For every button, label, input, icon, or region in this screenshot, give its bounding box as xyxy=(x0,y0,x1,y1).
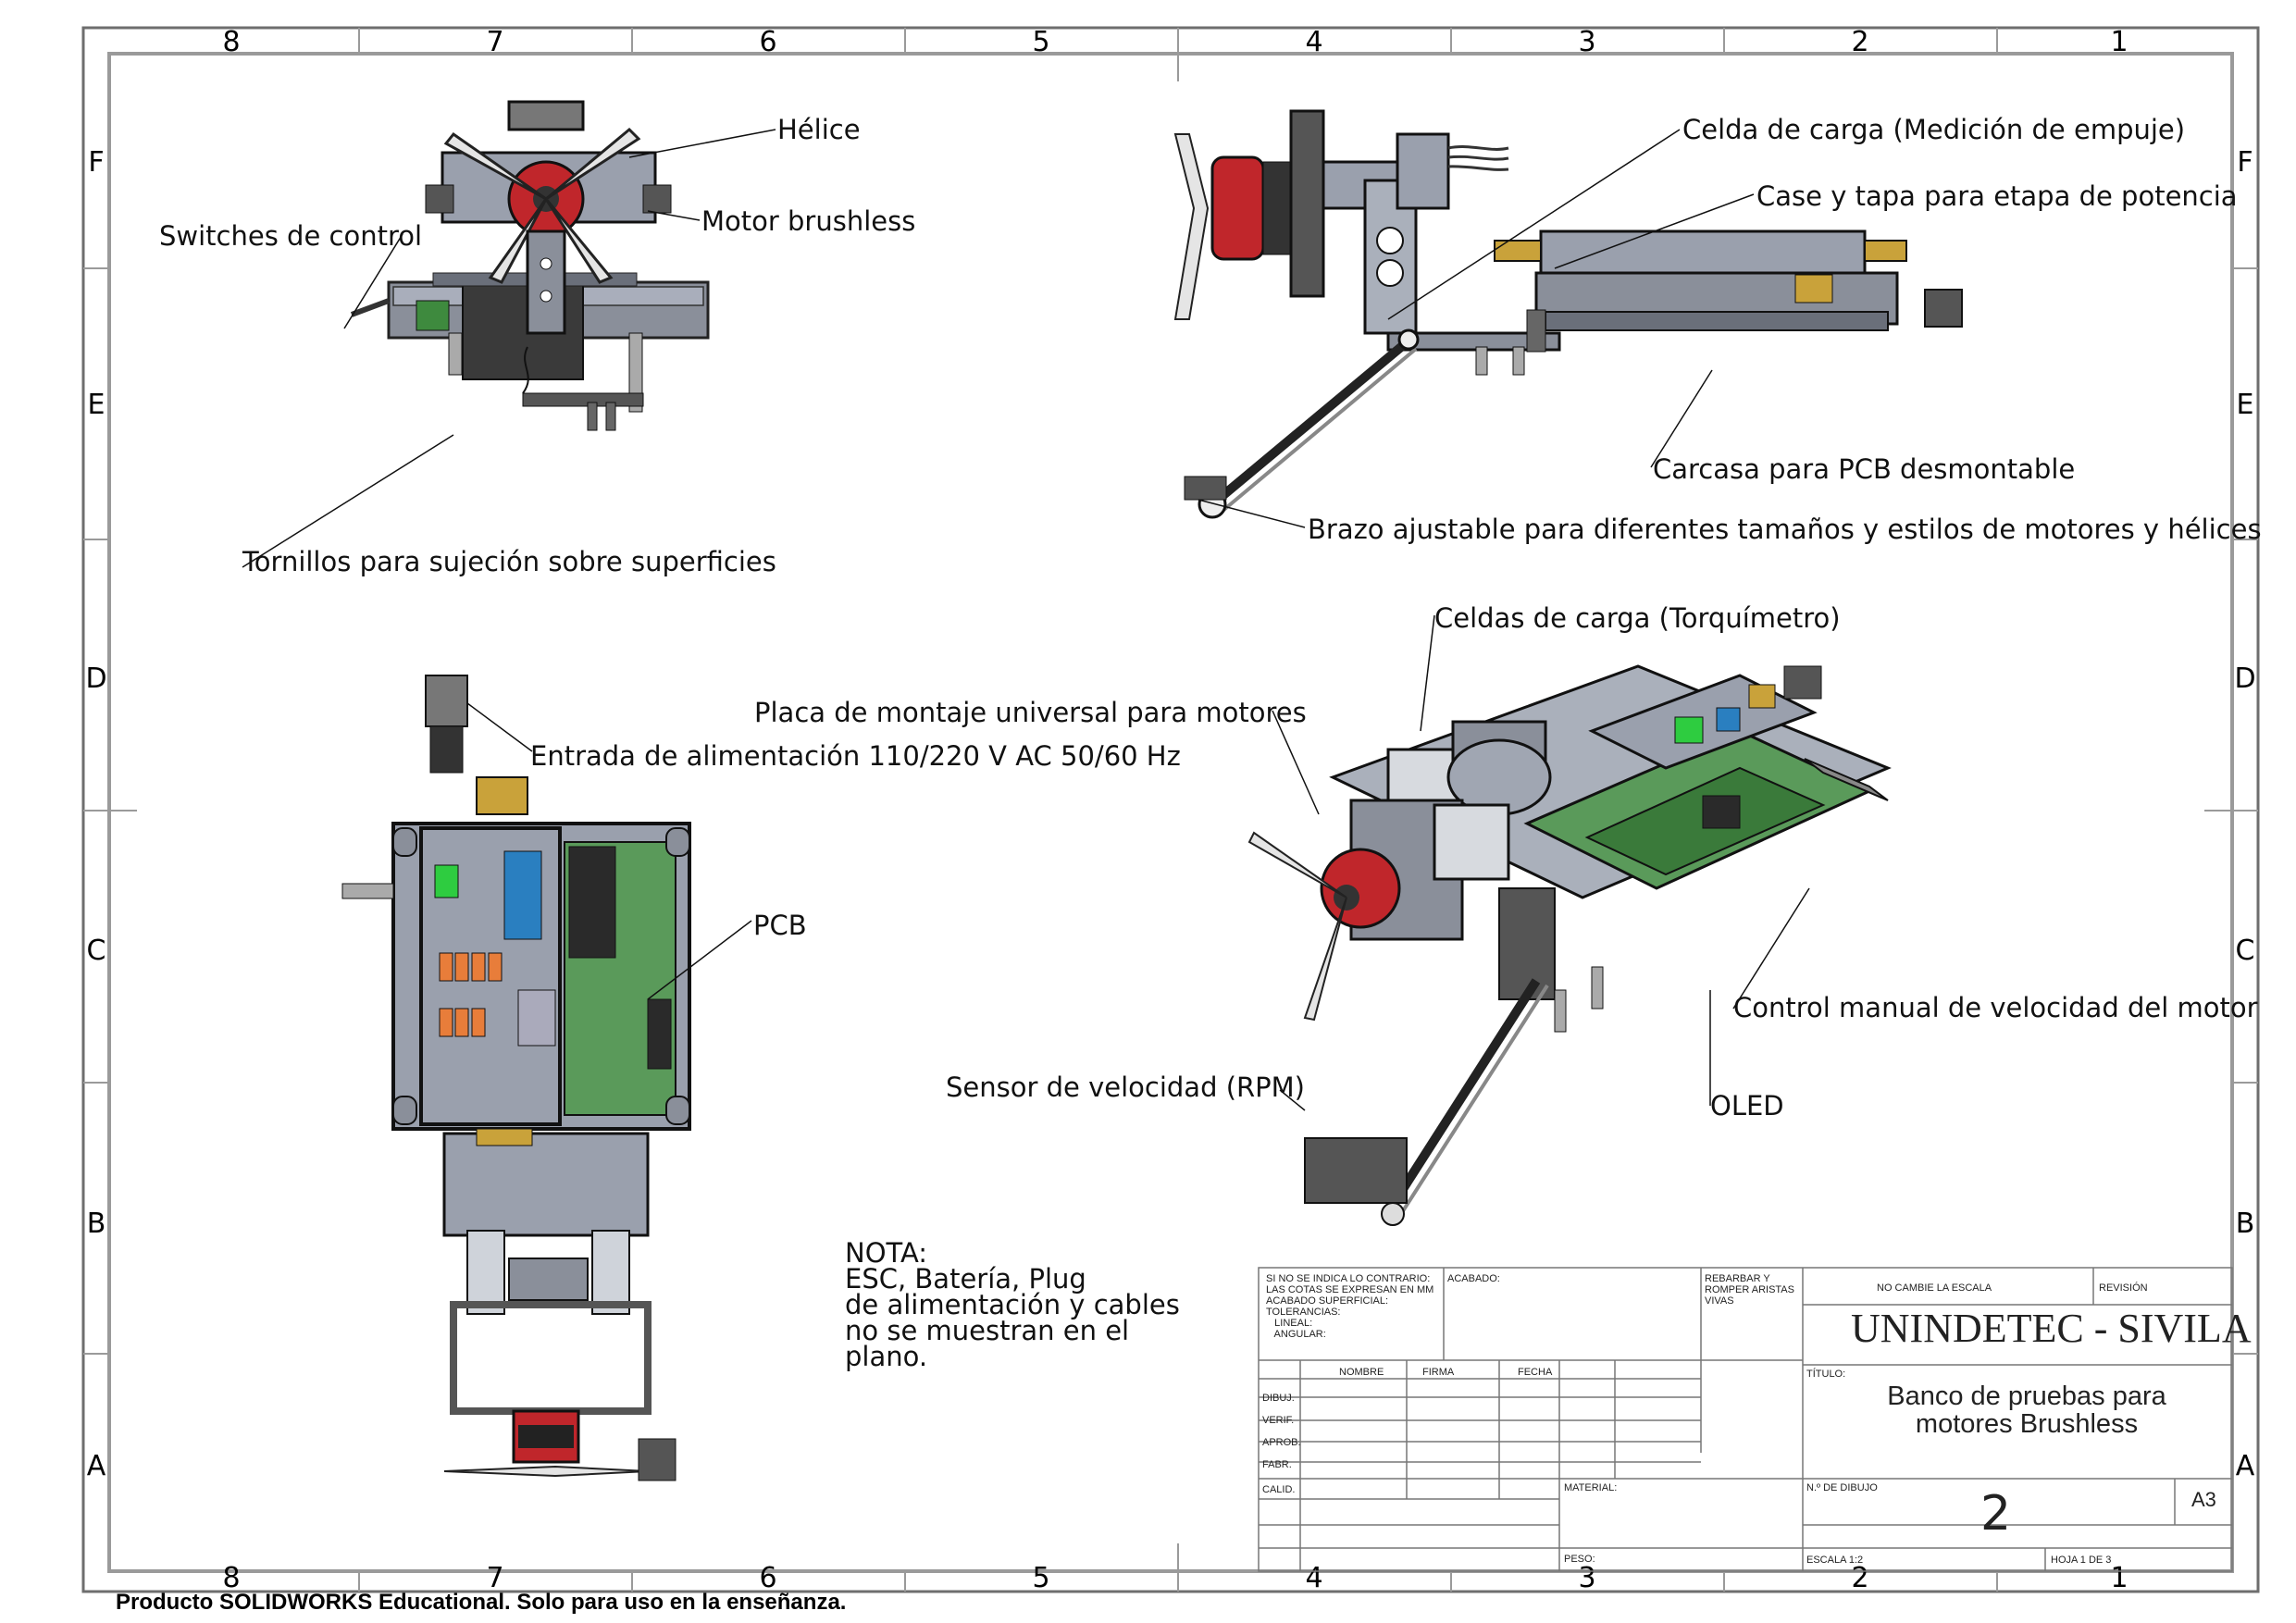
callout-switches: Switches de control xyxy=(159,220,423,252)
tb-si-no-block: SI NO SE INDICA LO CONTRARIO: LAS COTAS … xyxy=(1266,1273,1433,1340)
grid-row-left-B: B xyxy=(86,1208,106,1240)
tb-title: Banco de pruebas para motores Brushless xyxy=(1842,1382,2212,1438)
tb-rebarbar-block: REBARBAR Y ROMPER ARISTAS VIVAS xyxy=(1705,1273,1794,1307)
note-line: NOTA: xyxy=(845,1237,928,1269)
tb-company-name: UNINDETEC - SIVILA xyxy=(1851,1306,2252,1351)
callout-tornillos: Tornillos para sujeción sobre superficie… xyxy=(242,546,776,577)
grid-row-right-A: A xyxy=(2235,1450,2255,1482)
grid-col-top-2: 2 xyxy=(1851,26,1869,58)
callout-entrada-alim: Entrada de alimentación 110/220 V AC 50/… xyxy=(530,740,1181,772)
tb-row-fabr: FABR. xyxy=(1262,1459,1292,1470)
note-line: plano. xyxy=(845,1341,928,1372)
tb-row-aprob: APROB. xyxy=(1262,1437,1301,1448)
callout-oled: OLED xyxy=(1710,1090,1784,1121)
note-line: no se muestran en el xyxy=(845,1315,1130,1346)
tb-rebarbar-line: REBARBAR Y xyxy=(1705,1273,1770,1284)
tb-material-label: MATERIAL: xyxy=(1564,1482,1618,1493)
grid-col-bottom-1: 1 xyxy=(2110,1562,2128,1594)
tb-si-no-line: TOLERANCIAS: xyxy=(1266,1307,1341,1318)
tb-col-firma: FIRMA xyxy=(1422,1367,1455,1378)
tb-hoja: HOJA 1 DE 3 xyxy=(2051,1555,2112,1566)
grid-col-top-4: 4 xyxy=(1305,26,1323,58)
callout-helice: Hélice xyxy=(777,114,861,145)
grid-col-bottom-4: 4 xyxy=(1305,1562,1323,1594)
grid-row-right-C: C xyxy=(2235,935,2255,967)
grid-col-bottom-5: 5 xyxy=(1032,1562,1050,1594)
grid-row-left-C: C xyxy=(86,935,106,967)
callout-case-tapa: Case y tapa para etapa de potencia xyxy=(1756,180,2238,212)
tb-si-no-line: LINEAL: xyxy=(1266,1318,1313,1329)
callout-placa-montaje: Placa de montaje universal para motores xyxy=(754,697,1307,728)
edu-notice: Producto SOLIDWORKS Educational. Solo pa… xyxy=(116,1590,847,1615)
grid-col-bottom-6: 6 xyxy=(759,1562,777,1594)
tb-col-nombre: NOMBRE xyxy=(1339,1367,1384,1378)
callout-brazo: Brazo ajustable para diferentes tamaños … xyxy=(1308,514,2262,545)
grid-col-bottom-8: 8 xyxy=(222,1562,241,1594)
side-view-drawing xyxy=(1173,109,1963,519)
tb-rebarbar-line: ROMPER ARISTAS xyxy=(1705,1284,1794,1295)
grid-col-bottom-3: 3 xyxy=(1578,1562,1596,1594)
tb-si-no-line: ACABADO SUPERFICIAL: xyxy=(1266,1295,1389,1307)
grid-row-left-E: E xyxy=(87,389,105,421)
callout-control-manual: Control manual de velocidad del motor xyxy=(1733,992,2258,1023)
callout-celda-carga: Celda de carga (Medición de empuje) xyxy=(1682,114,2186,145)
tb-drawing-number: 2 xyxy=(1980,1486,2012,1542)
tb-title-line: Banco de pruebas para xyxy=(1887,1381,2166,1411)
callout-pcb: PCB xyxy=(753,910,807,941)
grid-row-right-F: F xyxy=(2237,146,2253,179)
isometric-view-drawing xyxy=(1247,664,1892,1226)
tb-peso-label: PESO: xyxy=(1564,1554,1595,1565)
grid-col-top-6: 6 xyxy=(759,26,777,58)
grid-col-top-3: 3 xyxy=(1578,26,1596,58)
callout-motor-brushless: Motor brushless xyxy=(701,205,916,237)
tb-si-no-line: ANGULAR: xyxy=(1266,1329,1326,1340)
grid-row-left-F: F xyxy=(88,146,105,179)
tb-no-cambie-escala: NO CAMBIE LA ESCALA xyxy=(1877,1282,1992,1294)
tb-si-no-line: SI NO SE INDICA LO CONTRARIO: xyxy=(1266,1273,1431,1284)
grid-col-bottom-2: 2 xyxy=(1851,1562,1869,1594)
front-view-drawing xyxy=(350,100,710,431)
tb-row-verif: VERIF. xyxy=(1262,1415,1295,1426)
top-view-drawing xyxy=(341,675,691,1481)
tb-row-dibuj: DIBUJ. xyxy=(1262,1393,1295,1404)
grid-row-left-D: D xyxy=(85,663,107,695)
note-line: de alimentación y cables xyxy=(845,1289,1180,1320)
note-line: ESC, Batería, Plug xyxy=(845,1263,1086,1295)
grid-row-right-E: E xyxy=(2236,389,2254,421)
tb-col-fecha: FECHA xyxy=(1518,1367,1553,1378)
grid-col-bottom-7: 7 xyxy=(486,1562,504,1594)
tb-revision-label: REVISIÓN xyxy=(2099,1282,2148,1294)
tb-acabado: ACABADO: xyxy=(1447,1273,1500,1284)
callout-carcasa-pcb: Carcasa para PCB desmontable xyxy=(1653,453,2076,485)
tb-si-no-line: LAS COTAS SE EXPRESAN EN MM xyxy=(1266,1284,1434,1295)
callout-sensor-rpm: Sensor de velocidad (RPM) xyxy=(946,1072,1305,1103)
tb-titulo-label: TÍTULO: xyxy=(1806,1369,1846,1380)
callout-celdas-torque: Celdas de carga (Torquímetro) xyxy=(1434,602,1841,634)
grid-col-top-5: 5 xyxy=(1032,26,1050,58)
grid-col-top-7: 7 xyxy=(486,26,504,58)
tb-n-dibujo-label: N.º DE DIBUJO xyxy=(1806,1482,1878,1493)
grid-col-top-8: 8 xyxy=(222,26,241,58)
tb-rebarbar-line: VIVAS xyxy=(1705,1295,1734,1307)
note-block: NOTA: ESC, Batería, Plug de alimentación… xyxy=(845,1237,1180,1372)
tb-escala: ESCALA 1:2 xyxy=(1806,1555,1864,1566)
tb-title-line: motores Brushless xyxy=(1915,1409,2139,1439)
tb-sheet-size: A3 xyxy=(2191,1488,2216,1511)
grid-col-top-1: 1 xyxy=(2110,26,2128,58)
tb-row-calid: CALID. xyxy=(1262,1484,1296,1495)
grid-row-right-D: D xyxy=(2234,663,2256,695)
grid-row-right-B: B xyxy=(2235,1208,2255,1240)
grid-row-left-A: A xyxy=(86,1450,106,1482)
